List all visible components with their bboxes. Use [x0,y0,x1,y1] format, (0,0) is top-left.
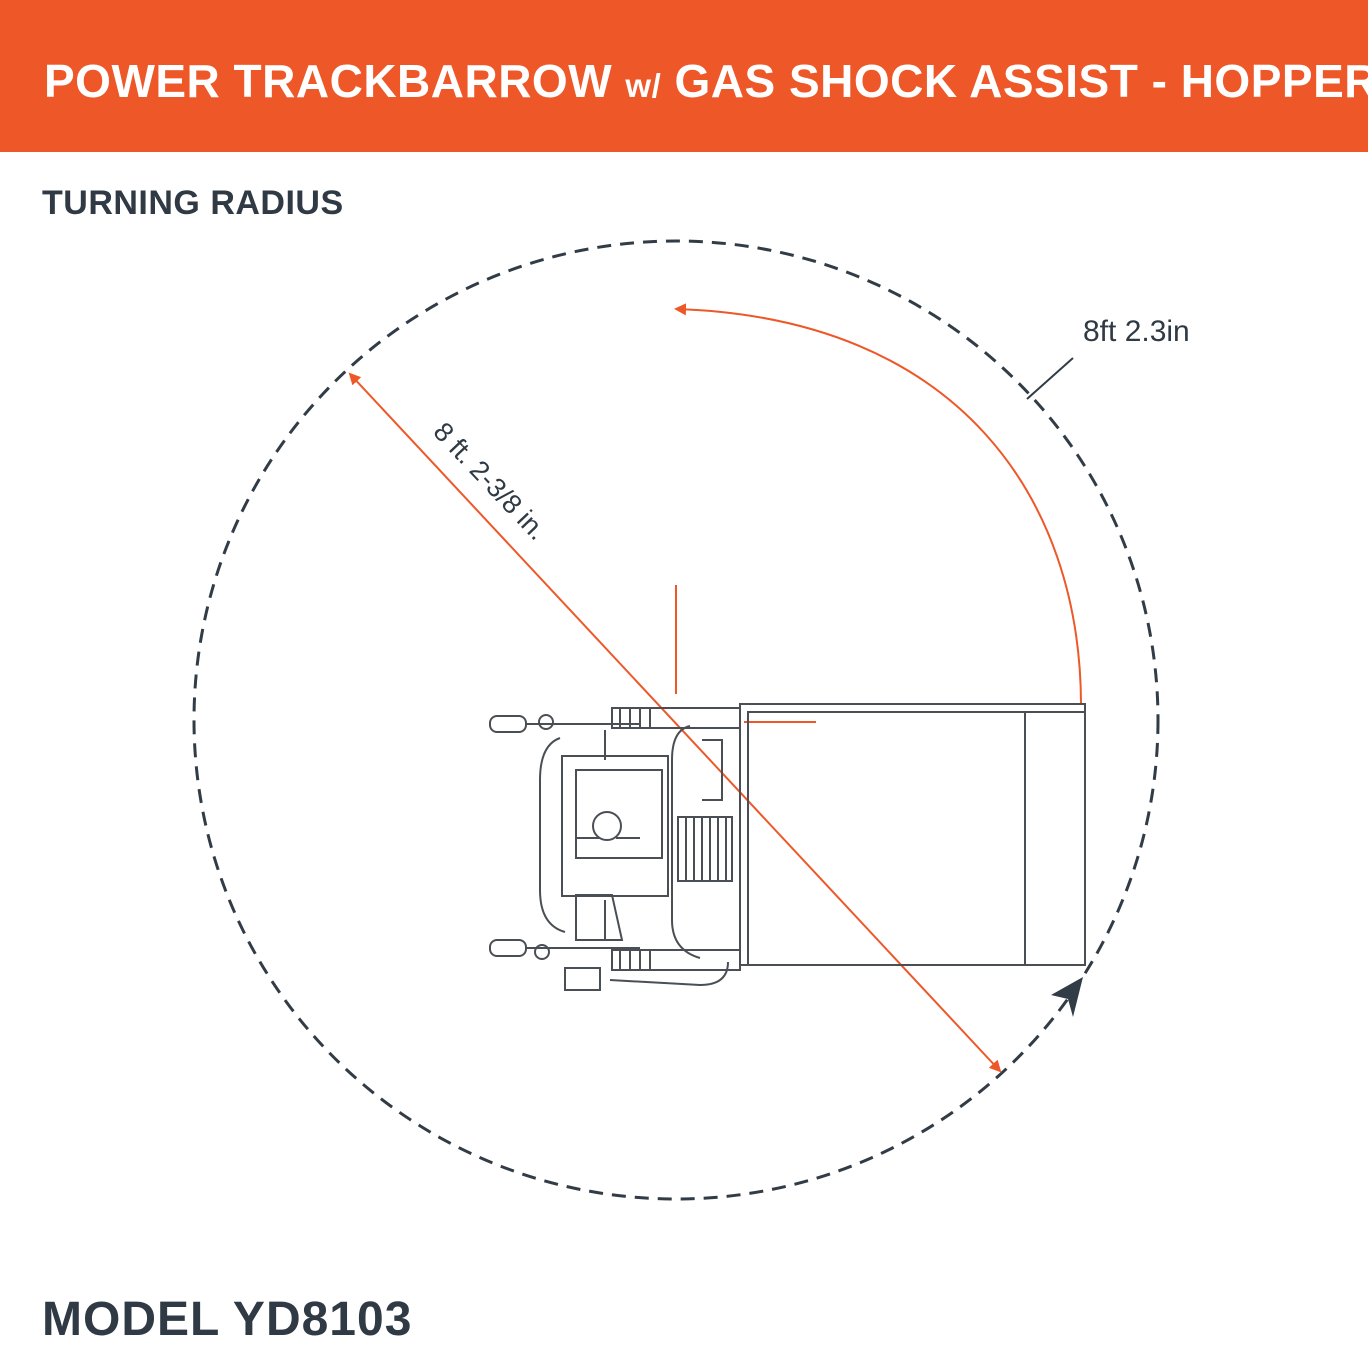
title-part-2: GAS SHOCK ASSIST - HOPPER [661,55,1368,107]
turning-direction-arrow [674,303,1082,704]
radius-dimension-arrow [348,372,1002,1073]
title-small-part: w/ [625,67,662,104]
trackbarrow-top-view [489,703,1086,991]
outer-dimension-label: 8ft 2.3in [1083,315,1190,348]
title-part-1: POWER TRACKBARROW [44,55,626,107]
model-number: MODEL YD8103 [42,1293,413,1346]
page-title: POWER TRACKBARROW w/ GAS SHOCK ASSIST - … [44,58,1368,104]
section-title: TURNING RADIUS [42,184,344,222]
rotation-arrowhead [1051,977,1083,1017]
outer-label-leader [1026,357,1074,400]
turning-circle [192,239,1160,1201]
radius-dimension-label: 8 ft. 2-3/8 in. [428,416,553,546]
header-banner: POWER TRACKBARROW w/ GAS SHOCK ASSIST - … [0,0,1368,152]
